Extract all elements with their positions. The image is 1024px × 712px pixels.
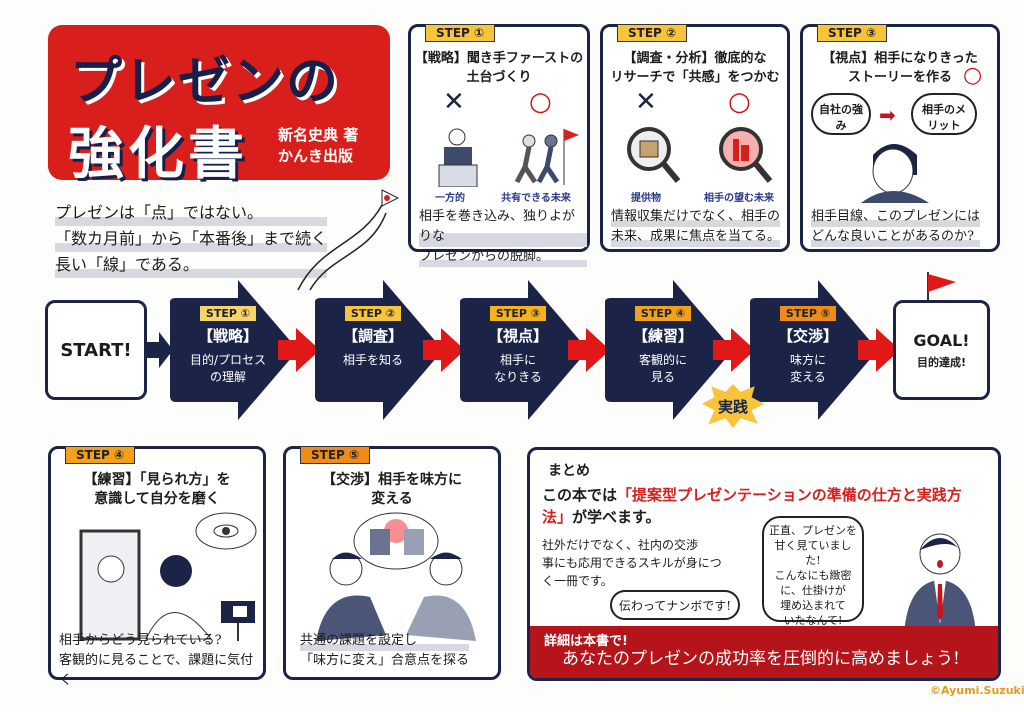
step-tag: STEP ⑤ xyxy=(779,306,837,321)
card-note: 共通の課題を設定し「味方に変え」合意点を探る xyxy=(300,631,470,668)
person-mask-illustration xyxy=(861,144,929,203)
intro-line: 「数カ月前」から「本番後」まで続く xyxy=(55,226,328,252)
step-tag: STEP ① xyxy=(425,24,496,42)
step-label: 【視点】 xyxy=(487,327,548,345)
step-label: 【練習】 xyxy=(632,327,693,345)
publisher: かんき出版 xyxy=(278,147,354,165)
card-title: 【調査・分析】徹底的なリサーチで「共感」をつかむ xyxy=(610,51,780,85)
summary-heading: まとめ xyxy=(548,463,590,479)
title-line1: プレゼンの xyxy=(70,52,341,112)
magnifier-illustration xyxy=(627,127,773,183)
step-sub: 相手を知る xyxy=(342,353,403,367)
summary-cta-bar: 詳細は本書で! あなたのプレゼンの成功率を圧倒的に高めましょう! xyxy=(530,626,998,678)
step-chevron: STEP ② 【調査】相手を知る xyxy=(315,280,465,420)
step-tag: STEP ① xyxy=(199,306,257,321)
card-title: 【交渉】相手を味方に変える xyxy=(322,472,462,507)
arrow-right-icon: ➡ xyxy=(879,103,896,127)
step-label: 【戦略】 xyxy=(197,327,258,345)
step-label: 【交渉】 xyxy=(777,327,838,345)
good-label: 共有できる未来 xyxy=(501,193,571,204)
card-title: 【戦略】聞き手ファーストの土台づくり xyxy=(414,51,584,85)
title-line2: 強化書 xyxy=(68,122,248,187)
bad-label: 提供物 xyxy=(631,193,661,204)
card-note: 情報収集だけでなく、相手の未来、成果に焦点を当てる。 xyxy=(611,207,781,247)
speech-bubble: 自社の強み xyxy=(811,93,871,135)
red-arrow-icon xyxy=(278,328,320,372)
surprised-businessman-illustration xyxy=(904,533,976,634)
step-sub: 相手になりきる xyxy=(494,353,542,384)
step-chevron: STEP ③ 【視点】相手になりきる xyxy=(460,280,610,420)
author: 新名史典 著 xyxy=(278,126,359,144)
goal-box: GOAL!目的達成! xyxy=(893,300,990,400)
step4-card: STEP ④ 【練習】「見られ方」を意識して自分を磨く 相手からどう見られている… xyxy=(48,446,266,688)
step-sub: 客観的に見る xyxy=(638,353,687,384)
red-arrow-icon xyxy=(858,328,900,372)
speech-bubble-small: 伝わってナンボです! xyxy=(610,590,740,620)
flag-path-icon xyxy=(297,189,400,291)
red-arrow-icon xyxy=(568,328,610,372)
circle-icon: ○ xyxy=(728,87,751,117)
step-sub: 味方に変える xyxy=(789,353,826,384)
card-title: 【視点】相手になりきったストーリーを作る xyxy=(822,51,978,85)
speech-bubble-big: 正直、プレゼンを甘く見ていました!こんなにも緻密に、仕掛けが埋め込まれていたなん… xyxy=(762,516,864,627)
card-note: 相手を巻き込み、独りよがりなプレゼンからの脱脚。 xyxy=(419,207,587,267)
author-info: 新名史典 著 かんき出版 xyxy=(278,125,358,167)
book-title-box: プレゼンの 強化書 新名史典 著 かんき出版 xyxy=(48,25,390,187)
cta-line1: 詳細は本書で! xyxy=(544,634,628,649)
step-tag: STEP ④ xyxy=(634,306,692,321)
circle-icon: ○ xyxy=(963,63,983,88)
step1-card: STEP ① 【戦略】聞き手ファーストの土台づくり ✕ ○ 一方的 共有できる未… xyxy=(408,24,590,267)
intro-line: プレゼンは「点」ではない。 xyxy=(55,200,328,226)
red-arrow-icon xyxy=(423,328,465,372)
step-tag: STEP ③ xyxy=(817,24,888,42)
mirror-practice-illustration xyxy=(79,512,257,641)
speech-bubble: 相手のメリット xyxy=(911,93,977,135)
cross-icon: ✕ xyxy=(443,87,465,117)
step5-card: STEP ⑤ 【交渉】相手を味方に変える 共通の課題を設定し「味方に変え」合意点… xyxy=(283,446,501,680)
summary-card: まとめ この本では「提案型プレゼンテーションの準備の仕方と実践方法」が学べます。… xyxy=(527,447,1001,681)
start-box: START! xyxy=(45,300,147,400)
step3-card: STEP ③ 【視点】相手になりきったストーリーを作る ○ 自社の強み ➡ 相手… xyxy=(800,24,1000,252)
bad-label: 一方的 xyxy=(435,193,465,204)
copyright: ©Ayumi.Suzuki xyxy=(930,684,1024,697)
cross-icon: ✕ xyxy=(635,87,657,117)
card-note: 相手目線、このプレゼンにはどんな良いことがあるのか? xyxy=(811,207,981,247)
handshake-illustration xyxy=(316,512,476,641)
step2-card: STEP ② 【調査・分析】徹底的なリサーチで「共感」をつかむ ✕ ○ 提供物 … xyxy=(600,24,790,252)
arrow-icon xyxy=(147,332,173,368)
step-chevron: STEP ① 【戦略】目的/プロセスの理解 xyxy=(170,280,320,420)
card-note: 相手からどう見られている?客観的に見ることで、課題に気付く xyxy=(59,633,254,688)
step-sub: 目的/プロセスの理解 xyxy=(189,353,267,384)
step-label: 【調査】 xyxy=(342,327,403,345)
speaker-runners-illustration xyxy=(438,128,579,187)
red-arrow-icon xyxy=(713,328,755,372)
step-tag: STEP ④ xyxy=(65,446,136,464)
card-title: 【練習】「見られ方」を意識して自分を磨く xyxy=(83,472,231,507)
step-tag: STEP ⑤ xyxy=(300,446,371,464)
step-tag: STEP ③ xyxy=(489,306,547,321)
step-tag: STEP ② xyxy=(344,306,402,321)
circle-icon: ○ xyxy=(529,87,552,117)
step-chevron: STEP ⑤ 【交渉】味方に変える xyxy=(750,280,900,420)
step-tag: STEP ② xyxy=(617,24,688,42)
step-chevron: STEP ④ 【練習】客観的に見る xyxy=(605,280,755,420)
intro-text: プレゼンは「点」ではない。 「数カ月前」から「本番後」まで続く 長い「線」である… xyxy=(55,200,328,278)
summary-body: 社外だけでなく、社内の交渉事にも応用できるスキルが身につく一冊です。 xyxy=(542,538,722,588)
cta-line2: あなたのプレゼンの成功率を圧倒的に高めましょう! xyxy=(562,649,960,669)
summary-lead: この本では「提案型プレゼンテーションの準備の仕方と実践方法」が学べます。 xyxy=(542,486,962,526)
intro-line: 長い「線」である。 xyxy=(55,252,328,278)
good-label: 相手の望む未来 xyxy=(704,193,774,204)
